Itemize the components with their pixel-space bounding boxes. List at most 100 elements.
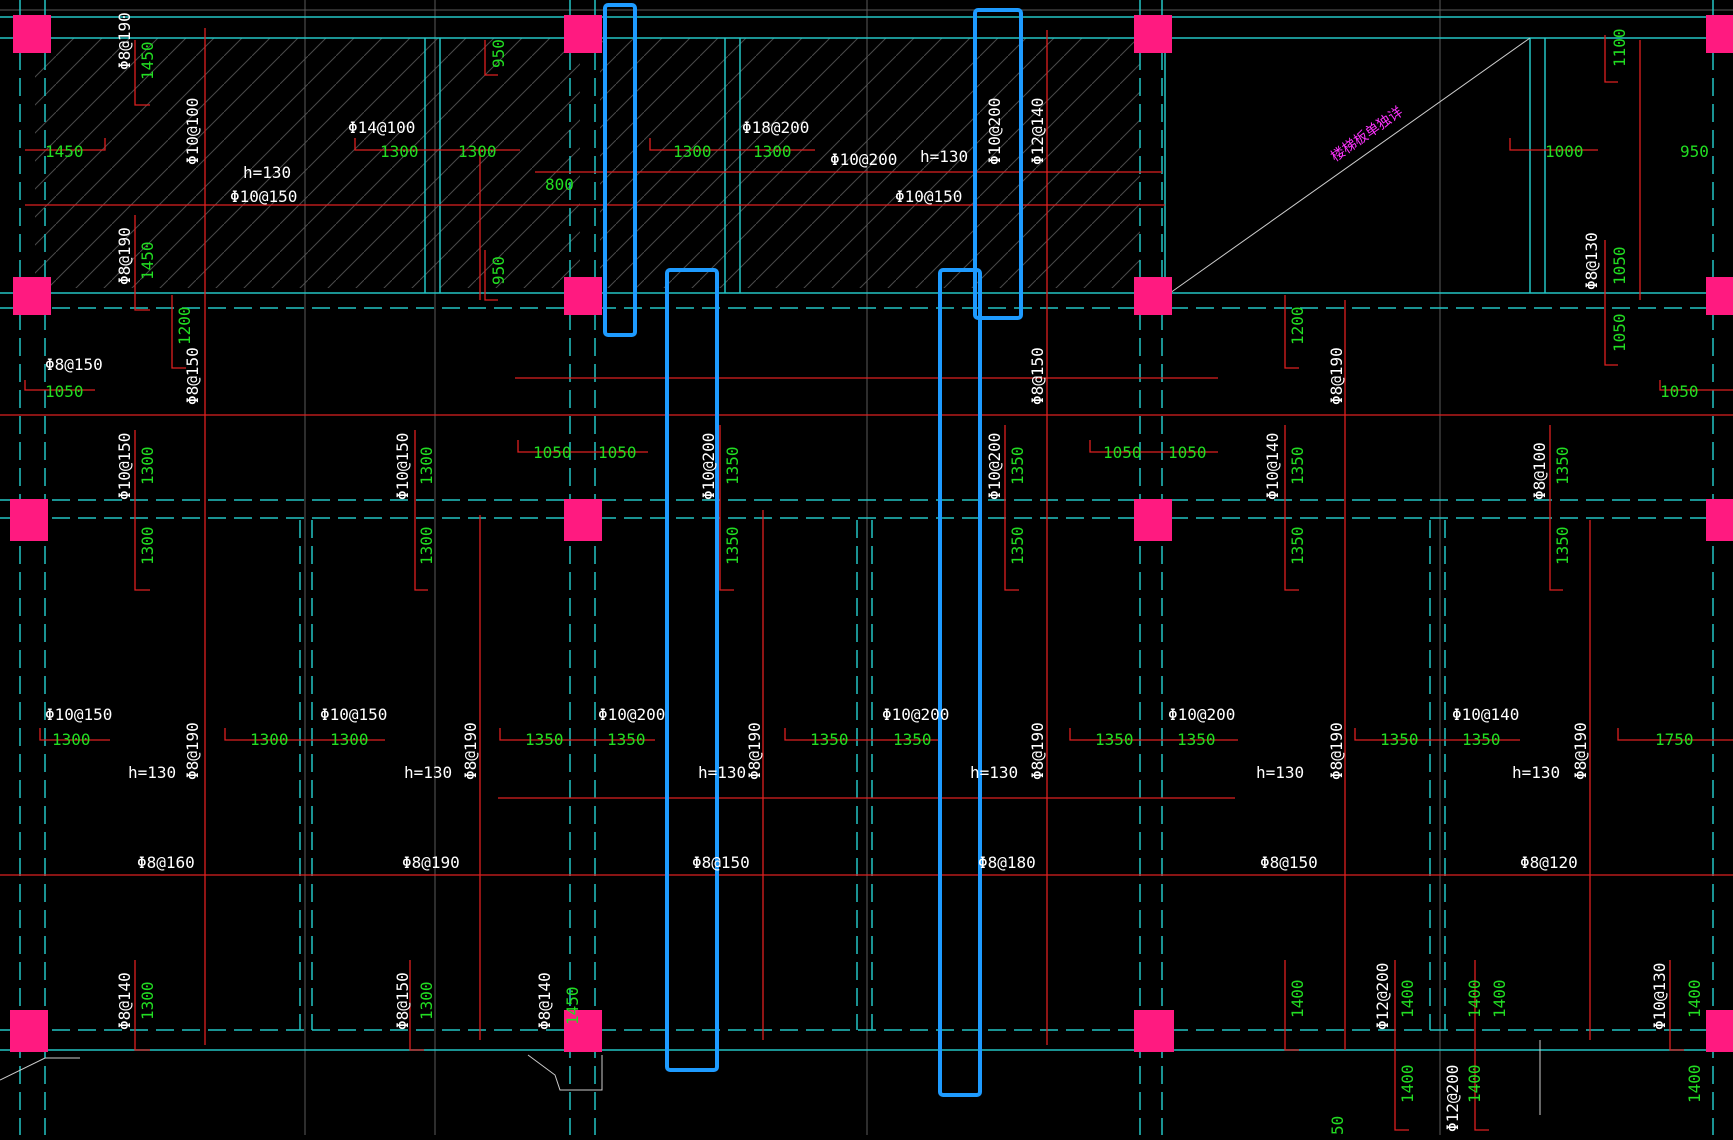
rebar-spec-label: Φ10@200 [1168, 705, 1235, 724]
rebar-spec-label: Φ10@140 [1452, 705, 1519, 724]
rebar-spec-label: Φ12@200 [1373, 963, 1392, 1030]
dimension-label: 1350 [1008, 526, 1027, 565]
rebar-spec-label: Φ8@120 [1520, 853, 1578, 872]
rebar-spec-label: Φ8@150 [45, 355, 103, 374]
dimension-label: 1300 [458, 142, 497, 161]
rebar-spec-label: Φ8@150 [1028, 347, 1047, 405]
dimension-label: 950 [489, 39, 508, 68]
dimension-label: 1300 [417, 526, 436, 565]
rebar-spec-label: Φ8@190 [183, 722, 202, 780]
columns [10, 15, 1733, 1052]
highlight-box-3[interactable] [665, 268, 719, 1072]
dimension-label: 1350 [810, 730, 849, 749]
bottom-labels: Φ8@140 Φ8@150 Φ8@140 Φ12@200 Φ12@200 Φ10… [115, 963, 1704, 1135]
dimension-label: 1050 [533, 443, 572, 462]
rebar-spec-label: Φ10@150 [230, 187, 297, 206]
rebar-spec-label: Φ8@150 [183, 347, 202, 405]
rebar-spec-label: Φ8@150 [1260, 853, 1318, 872]
dimension-label: 1350 [607, 730, 646, 749]
rebar-spec-label: Φ12@140 [1028, 98, 1047, 165]
dimension-label: 1400 [1685, 1064, 1704, 1103]
dimension-label: 1050 [1660, 382, 1699, 401]
rebar-lines [0, 28, 1733, 1131]
dimension-label: 1050 [598, 443, 637, 462]
mid-labels: Φ8@150 Φ8@150 Φ8@190 Φ8@150 Φ10@150 Φ10@… [45, 306, 1699, 565]
dimension-label: 1050 [45, 382, 84, 401]
rebar-spec-label: Φ10@200 [882, 705, 949, 724]
dimension-label: 1350 [1008, 446, 1027, 485]
dimension-label: 1400 [1465, 979, 1484, 1018]
highlight-box-4[interactable] [938, 268, 982, 1097]
rebar-spec-label: Φ10@150 [895, 187, 962, 206]
rebar-spec-label: Φ10@150 [393, 433, 412, 500]
rebar-spec-label: Φ10@140 [1263, 433, 1282, 500]
rebar-spec-label: Φ8@140 [535, 972, 554, 1030]
rebar-spec-label: Φ10@150 [115, 433, 134, 500]
dimension-label: 1300 [753, 142, 792, 161]
rebar-spec-label: Φ8@190 [115, 12, 134, 70]
dimension-label: 1400 [1685, 979, 1704, 1018]
dimension-label: 1350 [1288, 526, 1307, 565]
dimension-label: 1450 [563, 986, 582, 1025]
dimension-label: 800 [545, 175, 574, 194]
rebar-spec-label: Φ8@190 [1571, 722, 1590, 780]
dimension-label: 1300 [380, 142, 419, 161]
dimension-label: 1200 [1288, 306, 1307, 345]
rebar-spec-label: h=130 [243, 163, 291, 182]
highlight-box-2[interactable] [973, 8, 1023, 320]
rebar-spec-label: Φ8@190 [461, 722, 480, 780]
dimension-label: 1450 [45, 142, 84, 161]
dimension-label: 1400 [1288, 979, 1307, 1018]
rebar-spec-label: h=130 [128, 763, 176, 782]
dimension-label: 1100 [1610, 28, 1629, 67]
dimension-label: 1300 [417, 446, 436, 485]
rebar-spec-label: Φ8@190 [402, 853, 460, 872]
dimension-label: 1300 [138, 446, 157, 485]
rebar-spec-label: Φ10@200 [830, 150, 897, 169]
rebar-spec-label: Φ8@190 [1327, 722, 1346, 780]
dimension-label: 1350 [723, 446, 742, 485]
dimension-label: 1300 [250, 730, 289, 749]
dimension-label: 1350 [1288, 446, 1307, 485]
dimension-label: 1400 [1465, 1064, 1484, 1103]
rebar-spec-label: Φ8@100 [1530, 442, 1549, 500]
dimension-label: 1050 [1610, 246, 1629, 285]
dimension-label: 1000 [1545, 142, 1584, 161]
rebar-spec-label: Φ8@190 [115, 227, 134, 285]
dimension-label: 1350 [1380, 730, 1419, 749]
dimension-label: 1300 [417, 981, 436, 1020]
rebar-spec-label: Φ10@200 [598, 705, 665, 724]
rebar-spec-label: h=130 [1512, 763, 1560, 782]
dimension-label: 1350 [1177, 730, 1216, 749]
dimension-label: 1200 [175, 306, 194, 345]
rebar-spec-label: h=130 [1256, 763, 1304, 782]
rebar-spec-label: Φ10@150 [45, 705, 112, 724]
dimension-label: 1300 [673, 142, 712, 161]
rebar-spec-label: Φ18@200 [742, 118, 809, 137]
rebar-spec-label: Φ14@100 [348, 118, 415, 137]
rebar-spec-label: Φ8@150 [393, 972, 412, 1030]
hatched-slab-zones [35, 38, 1140, 288]
dimension-label: 1050 [1103, 443, 1142, 462]
dimension-label: 1350 [525, 730, 564, 749]
rebar-spec-label: h=130 [404, 763, 452, 782]
rebar-spec-label: Φ8@140 [115, 972, 134, 1030]
dimension-label: 1350 [1095, 730, 1134, 749]
dimension-label: 1300 [330, 730, 369, 749]
rebar-spec-label: Φ10@130 [1650, 963, 1669, 1030]
dimension-label: 1750 [1655, 730, 1694, 749]
rebar-spec-label: Φ8@190 [1028, 722, 1047, 780]
rebar-spec-label: Φ8@190 [1327, 347, 1346, 405]
rebar-spec-label: Φ10@200 [985, 433, 1004, 500]
highlight-box-1[interactable] [603, 3, 637, 337]
dimension-label: 1050 [1168, 443, 1207, 462]
rebar-spec-label: h=130 [698, 763, 746, 782]
dimension-label: 1350 [893, 730, 932, 749]
rebar-spec-label: Φ10@200 [699, 433, 718, 500]
rebar-spec-label: Φ8@130 [1582, 232, 1601, 290]
dimension-label: 1400 [1398, 1064, 1417, 1103]
dimension-label: 1350 [1553, 446, 1572, 485]
